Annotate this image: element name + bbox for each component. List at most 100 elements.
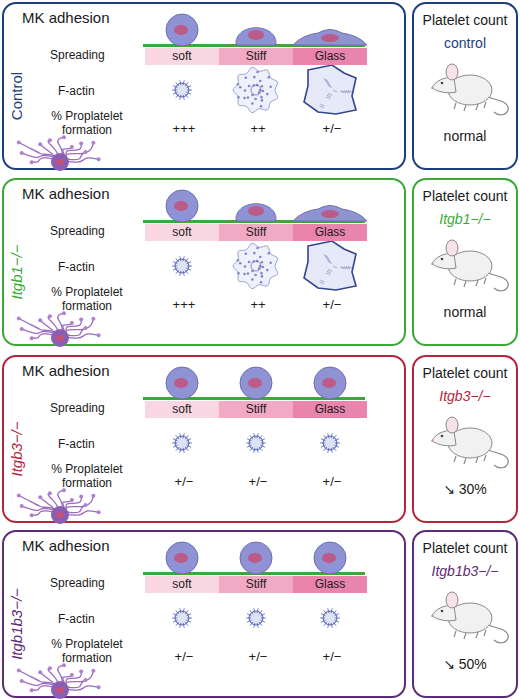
- actin-dot: [244, 89, 247, 92]
- nucleus: [56, 687, 64, 693]
- actin-fiber: [326, 82, 330, 84]
- substrate-label: soft: [172, 403, 191, 417]
- actin-spike: [321, 445, 326, 447]
- platelet-bud: [30, 336, 34, 340]
- actin-spike: [261, 445, 266, 447]
- actin-spike: [187, 90, 192, 91]
- f-actin-small: [323, 436, 337, 450]
- actin-fiber: [320, 280, 324, 282]
- mouse-icon: [431, 240, 508, 291]
- actin-spike: [187, 266, 192, 267]
- substrate-label: Stiff: [246, 578, 266, 592]
- substrate-label: soft: [172, 578, 191, 592]
- actin-fiber: [327, 95, 331, 97]
- actin-spike: [173, 614, 178, 616]
- substrate-box: Glass: [293, 224, 367, 241]
- actin-dot: [256, 71, 259, 74]
- nucleus: [248, 30, 264, 40]
- actin-spike: [247, 445, 252, 447]
- actin-spike: [324, 435, 327, 439]
- actin-spike: [185, 610, 188, 614]
- actin-spike: [180, 433, 181, 438]
- mouse-icon: [431, 64, 508, 115]
- actin-dot: [239, 86, 242, 89]
- nucleus: [56, 335, 64, 341]
- proplatelet-illustration: [17, 311, 101, 347]
- row-label: % Proplatelet formation: [44, 463, 130, 491]
- actin-spike: [335, 620, 340, 622]
- mouse-ear: [446, 592, 458, 608]
- mouse-leg: [464, 105, 466, 111]
- actin-spike: [180, 95, 181, 100]
- actin-dot: [248, 261, 251, 264]
- actin-fiber: [320, 104, 324, 106]
- actin-spike: [172, 266, 177, 267]
- actin-dot: [237, 272, 240, 275]
- f-actin-cloud: [233, 243, 278, 288]
- nucleus: [321, 34, 339, 42]
- actin-spike: [324, 610, 327, 614]
- actin-spike: [328, 433, 329, 438]
- platelet-panel: Platelet countcontrolnormal: [412, 2, 518, 170]
- actin-spike: [173, 439, 178, 441]
- platelet-bud: [48, 314, 52, 318]
- actin-spike: [324, 622, 327, 626]
- nucleus: [248, 206, 264, 216]
- actin-spike: [183, 623, 184, 628]
- megakaryocyte: [314, 542, 346, 574]
- actin-fiber: [328, 85, 332, 87]
- mouse-eye: [441, 82, 444, 85]
- genotype-label: Itgb1−/−: [439, 211, 490, 227]
- actin-dot: [260, 96, 263, 99]
- actin-dot: [262, 266, 265, 269]
- actin-dot: [267, 252, 270, 255]
- nucleus: [174, 25, 188, 35]
- actin-spike: [173, 86, 178, 88]
- platelet-bud: [91, 669, 95, 673]
- mouse-leg: [476, 632, 478, 638]
- row-label: F-actin: [58, 438, 95, 452]
- actin-spike: [185, 435, 188, 439]
- row-label: F-actin: [58, 261, 95, 275]
- substrate-box: Glass: [293, 48, 367, 65]
- row-label: F-actin: [58, 613, 95, 627]
- score-value: +/−: [249, 650, 268, 665]
- actin-spike: [320, 443, 325, 444]
- actin-fiber: [327, 260, 331, 262]
- actin-fiber: [333, 90, 337, 92]
- actin-spike: [247, 439, 252, 441]
- platelet-bud: [17, 668, 21, 672]
- actin-spike: [187, 443, 192, 444]
- platelet-bud: [48, 138, 52, 142]
- actin-spike: [333, 447, 336, 451]
- mouse-leg: [454, 279, 456, 285]
- f-actin-small: [175, 611, 189, 625]
- actin-spike: [172, 90, 177, 91]
- actin-dot: [243, 97, 246, 100]
- actin-fiber: [328, 269, 332, 271]
- actin-fiber: [328, 261, 332, 263]
- nucleus: [248, 378, 262, 388]
- mouse-nose: [431, 440, 434, 443]
- actin-spike: [172, 443, 177, 444]
- actin-dot: [244, 265, 247, 268]
- panel-title: MK adhesion: [22, 9, 110, 26]
- f-actin-small: [323, 611, 337, 625]
- substrate-label: soft: [172, 50, 191, 64]
- mouse-leg: [484, 455, 486, 461]
- substrate-label: Stiff: [246, 226, 266, 240]
- actin-spike: [259, 447, 262, 451]
- platelet-result: normal: [444, 128, 487, 144]
- actin-spike: [257, 433, 258, 438]
- mouse-eye: [441, 258, 444, 261]
- actin-spike: [257, 448, 258, 453]
- actin-spike: [259, 435, 262, 439]
- proplatelet: [64, 143, 93, 160]
- nucleus: [174, 378, 188, 388]
- row-label: % Proplatelet formation: [44, 638, 130, 666]
- mouse-leg: [464, 281, 466, 287]
- panel-title: Platelet count: [423, 12, 508, 28]
- mouse-leg: [454, 631, 456, 637]
- actin-dot: [266, 269, 269, 272]
- platelet-bud: [20, 327, 24, 331]
